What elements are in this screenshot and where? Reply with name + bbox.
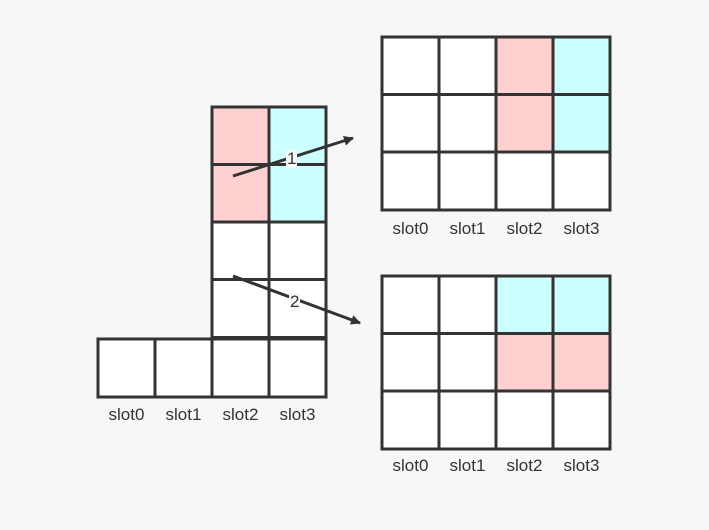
result2-slot1-label: slot1 [449, 456, 486, 475]
arrow-1-label: 1 [286, 149, 298, 168]
source-cell-r3-c2 [210, 278, 271, 339]
source-cell-r4-c1 [153, 337, 214, 399]
source-slot1-label: slot1 [165, 405, 202, 424]
result-2-cell-r1-c1 [437, 332, 498, 393]
source-slot2-label: slot2 [222, 405, 259, 424]
result-1-cell-r1-c1 [437, 93, 498, 154]
result-2-cell-r0-c2 [494, 274, 555, 336]
result-1-cell-r1-c2 [494, 93, 555, 154]
result-1-cell-r0-c1 [437, 35, 498, 97]
source-grid [96, 105, 328, 399]
result-1-cell-r0-c3 [551, 35, 612, 97]
result-1-cell-r0-c2 [494, 35, 555, 97]
source-cell-r4-c3 [267, 337, 328, 399]
result-1-cell-r2-c2 [494, 150, 555, 212]
arrow-2-label: 2 [289, 292, 301, 311]
result-1-cell-r2-c1 [437, 150, 498, 212]
result1-slot3-label: slot3 [563, 219, 600, 238]
result-2-cell-r1-c3 [551, 332, 612, 393]
source-slot3-label: slot3 [279, 405, 316, 424]
result2-slot2-label: slot2 [506, 456, 543, 475]
result-1-cell-r1-c3 [551, 93, 612, 154]
result1-slot0-label: slot0 [392, 219, 429, 238]
result-2-cell-r1-c2 [494, 332, 555, 393]
result1-slot1-label: slot1 [449, 219, 486, 238]
result-2-cell-r0-c0 [380, 274, 441, 336]
source-slot0-label: slot0 [108, 405, 145, 424]
result-1-cell-r2-c3 [551, 150, 612, 212]
result-1-cell-r2-c0 [380, 150, 441, 212]
result1-slot2-label: slot2 [506, 219, 543, 238]
result-2-cell-r2-c1 [437, 389, 498, 451]
result-2-cell-r2-c0 [380, 389, 441, 451]
result2-slot0-label: slot0 [392, 456, 429, 475]
result-2-cell-r0-c1 [437, 274, 498, 336]
source-cell-r4-c0 [96, 337, 157, 399]
source-cell-r4-c2 [210, 337, 271, 399]
result-1-cell-r0-c0 [380, 35, 441, 97]
source-cell-r2-c3 [267, 220, 328, 282]
source-cell-r2-c2 [210, 220, 271, 282]
result2-slot3-label: slot3 [563, 456, 600, 475]
source-cell-r0-c2 [210, 105, 271, 167]
result-2-cell-r2-c3 [551, 389, 612, 451]
source-cell-r1-c3 [267, 163, 328, 224]
result-2-cell-r0-c3 [551, 274, 612, 336]
result-grid-1 [380, 35, 612, 212]
result-2-cell-r1-c0 [380, 332, 441, 393]
result-grid-2 [380, 274, 612, 451]
result-2-cell-r2-c2 [494, 389, 555, 451]
result-1-cell-r1-c0 [380, 93, 441, 154]
